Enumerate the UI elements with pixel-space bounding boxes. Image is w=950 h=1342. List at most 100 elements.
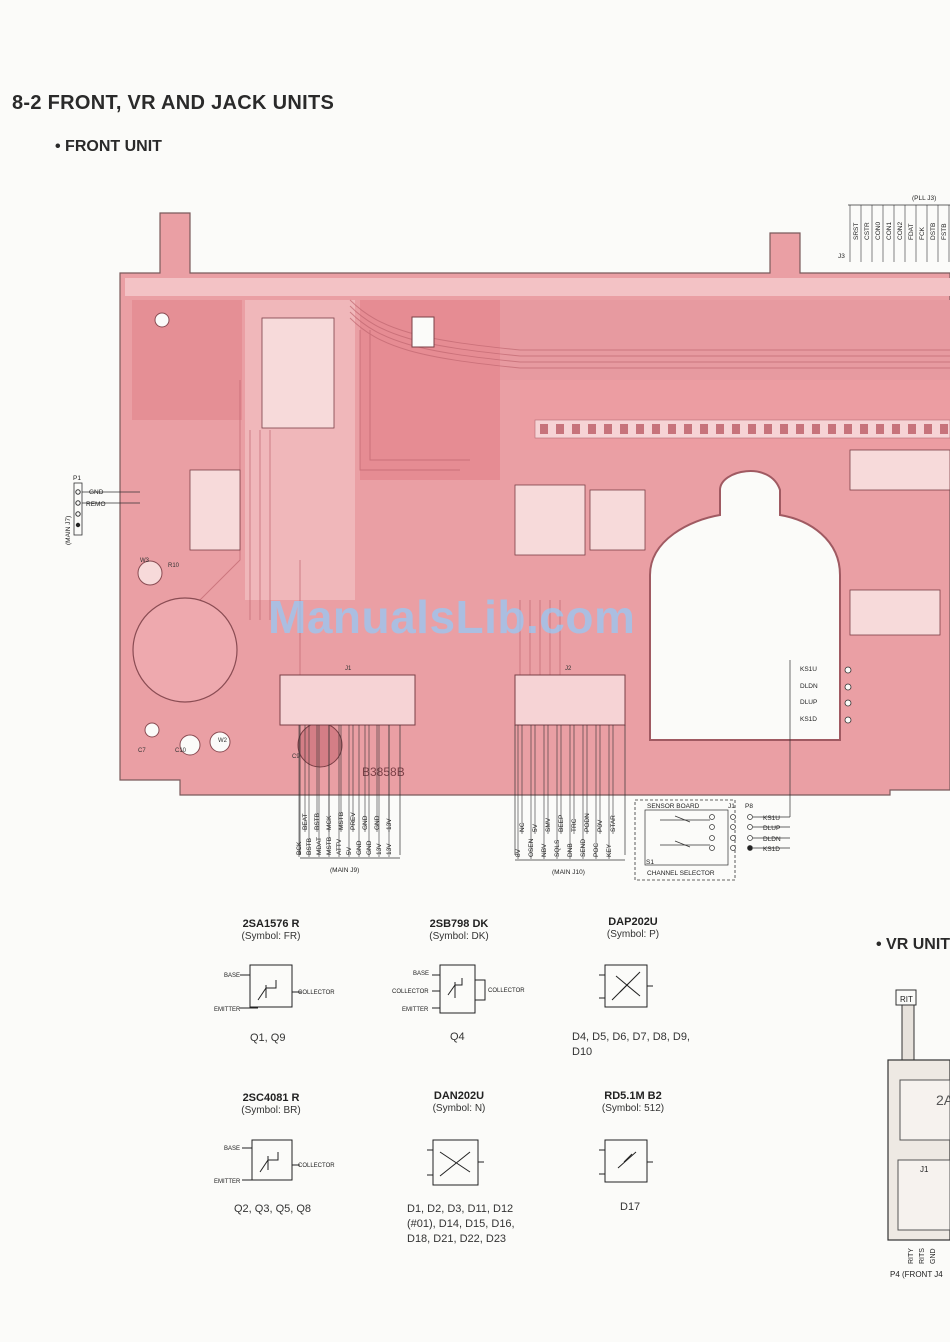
diode-symbol-dap202u	[599, 964, 653, 1008]
pll-j3-pin-label: FCK	[919, 226, 926, 240]
vr-pin-3: GND	[930, 1248, 937, 1264]
pll-j3-pin-label: CSTR	[864, 222, 871, 240]
component-symbol: (Symbol: P)	[606, 929, 660, 940]
vr-pin-2: RITS	[919, 1248, 926, 1264]
j7-gnd: GND	[89, 489, 104, 496]
sensor-board: SENSOR BOARD S1 CHANNEL SELECTOR J1 P8 K…	[634, 660, 791, 881]
vr-unit-title: • VR UNIT	[876, 936, 950, 953]
uses-q4: Q4	[450, 1031, 465, 1043]
component-2sc4081: 2SC4081 R (Symbol: BR)	[186, 1092, 356, 1116]
j10-top-pin-label: TRC	[571, 818, 578, 832]
j9-bottom-pin-label: ATTV	[336, 838, 343, 855]
component-part: RD5.1M B2	[604, 1090, 662, 1102]
j10-bottom-pin-label: KEY	[606, 843, 613, 857]
component-symbol: (Symbol: DK)	[429, 931, 489, 942]
j10-top-pin-label: P0V	[597, 819, 604, 832]
j10-bottom-pin-label: NBV	[541, 843, 548, 857]
component-part: 2SA1576 R	[242, 918, 300, 930]
component-part: 2SC4081 R	[242, 1092, 300, 1104]
j10-top-pin-label: STAR	[610, 815, 617, 832]
pll-j3-pin-label: SRST	[853, 223, 860, 240]
component-2sa1576: 2SA1576 R (Symbol: FR)	[186, 918, 356, 942]
right-pin-4: KS1D	[800, 716, 817, 723]
j10-bottom-pin-label: 8V	[515, 848, 522, 857]
right-pin-1: KS1U	[800, 666, 817, 673]
j9-top-pin-label: BSTB	[314, 813, 321, 830]
pll-j3-pin-label: DSTB	[930, 223, 937, 240]
front-unit-subtitle: • FRONT UNIT	[55, 138, 162, 155]
main-j10-label: (MAIN J10)	[552, 869, 585, 876]
component-2sb798: 2SB798 DK (Symbol: DK)	[374, 918, 544, 942]
j9-bottom-pin-label: GND	[366, 840, 373, 855]
uses-dap202u: D4, D5, D6, D7, D8, D9, D10	[572, 1031, 690, 1058]
component-symbol: (Symbol: FR)	[241, 931, 301, 942]
c10-label: C10	[175, 748, 187, 754]
section-title: 8-2 FRONT, VR AND JACK UNITS	[12, 92, 335, 114]
pin-collector: COLLECTOR	[298, 1163, 335, 1169]
j9-top-pin-label: PREV	[350, 812, 357, 830]
j9-bottom-pin-label: 5V	[346, 846, 353, 855]
pin-collector-2: COLLECTOR	[488, 988, 525, 994]
right-pin-3: DLUP	[800, 699, 817, 706]
vr-pin-1: RITY	[908, 1248, 915, 1264]
pin-emitter: EMITTER	[214, 1007, 241, 1013]
c7-label: C7	[138, 748, 146, 754]
pll-j3-label: (PLL J3)	[912, 195, 936, 202]
uses-dan202u: D1, D2, D3, D11, D12 (#01), D14, D15, D1…	[407, 1203, 515, 1245]
main-j9-label: (MAIN J9)	[330, 867, 359, 874]
component-part: 2SB798 DK	[429, 918, 489, 930]
pll-j3-pin-label: FSTB	[941, 223, 948, 240]
uses-2sc4081: Q2, Q3, Q5, Q8	[234, 1203, 312, 1215]
sensor-pin-4: KS1D	[763, 846, 780, 853]
w2-label: W2	[218, 738, 228, 744]
j10-top-pin-label: NC	[519, 822, 526, 832]
right-pin-2: DLDN	[800, 683, 818, 690]
pll-j3-pin-label: FDAT	[908, 223, 915, 240]
pll-j3-pin-label: CON0	[875, 222, 882, 240]
channel-selector-label: CHANNEL SELECTOR	[647, 870, 715, 877]
j10-bottom-pin-label: POC	[593, 843, 600, 857]
component-symbol: (Symbol: 512)	[601, 1103, 665, 1114]
sensor-pin-2: DLUP	[763, 825, 780, 832]
j10-top-pin-label: PODN	[584, 813, 591, 832]
j9-top-pin-label: BEAT	[302, 813, 309, 830]
j9-bottom-pin-label: BSTB	[306, 838, 313, 855]
svg-text:2A: 2A	[936, 1092, 950, 1108]
component-dan202u: DAN202U (Symbol: N)	[374, 1090, 544, 1114]
j9-top-pin-label: GND	[362, 815, 369, 830]
component-symbols: BASE EMITTER COLLECTOR BASE COLLECTOR EM…	[214, 964, 950, 1279]
j10-top-pin-label: 5V	[532, 823, 539, 832]
pin-emitter: EMITTER	[214, 1179, 241, 1185]
uses-rd51m: D17	[620, 1201, 641, 1213]
j9-top-pin-label: GND	[374, 815, 381, 830]
component-symbol: (Symbol: BR)	[241, 1105, 301, 1116]
transistor-symbol-q4	[432, 964, 486, 1014]
j9-bottom-pin-label: 13V	[386, 843, 393, 855]
transistor-symbol-q1	[240, 964, 302, 1009]
j9-bottom-pin-label: BCK	[296, 841, 303, 855]
sensor-pin-1: KS1U	[763, 815, 780, 822]
r10-label: R10	[168, 563, 180, 569]
j9-bottom-pin-label: MDAT	[316, 837, 323, 855]
w3-label: W3	[140, 558, 150, 564]
sensor-board-label: SENSOR BOARD	[647, 803, 700, 810]
component-part: DAN202U	[433, 1090, 485, 1102]
display-cutout	[649, 470, 841, 741]
j10-top-pin-label: BEEP	[558, 815, 565, 832]
j10-bottom-pin-label: SQLS	[554, 839, 561, 857]
j9-bottom-pin-label: 13V	[376, 843, 383, 855]
j10-bottom-pin-label: DNB	[567, 843, 574, 857]
uses-q1-q9: Q1, Q9	[250, 1032, 286, 1044]
pin-base: BASE	[413, 971, 429, 977]
pin-base: BASE	[224, 973, 240, 979]
rit-label: RIT	[900, 995, 913, 1004]
sensor-j1-ref: J1	[728, 803, 735, 810]
pin-collector: COLLECTOR	[298, 990, 335, 996]
p1-ref: P1	[73, 475, 81, 482]
diode-symbol-dan202u	[427, 1139, 484, 1186]
j1-label: J1	[345, 666, 352, 672]
s1-ref: S1	[646, 859, 654, 866]
zener-symbol-rd51m	[599, 1139, 653, 1183]
component-rd51m: RD5.1M B2 (Symbol: 512)	[548, 1090, 718, 1114]
